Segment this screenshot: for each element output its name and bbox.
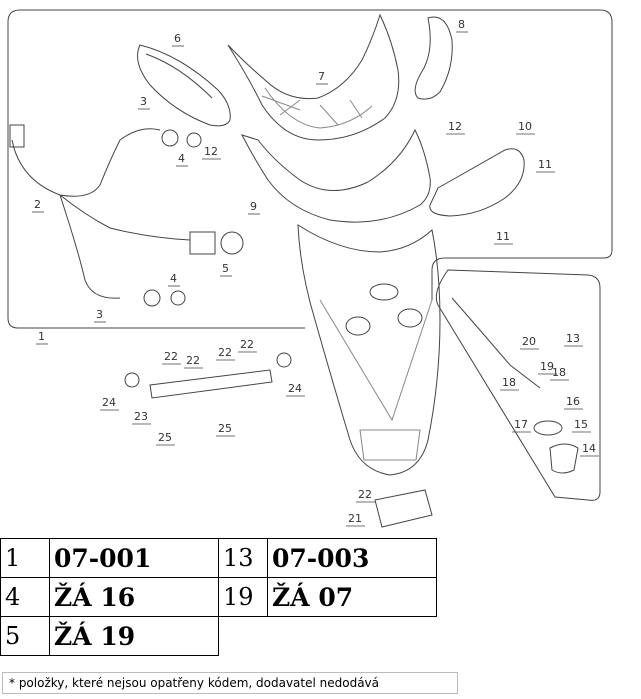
callout-label: 8 — [458, 18, 465, 31]
part-2-wiring-harness — [11, 128, 191, 299]
part-20-plate-light-wire — [451, 297, 541, 389]
part-code-cell: ŽÁ 19 — [49, 616, 219, 656]
part-9-fender-inner — [319, 299, 433, 461]
part-9-lamp-hole-left — [345, 316, 371, 336]
part-number-cell: 19 — [218, 577, 268, 617]
part-number-cell: 1 — [0, 538, 50, 578]
callout-label: 21 — [348, 512, 362, 525]
callout-label: 22 — [164, 350, 178, 363]
part-9-lamp-hole-right — [397, 308, 423, 328]
callout-label: 18 — [502, 376, 516, 389]
part-5-socket — [189, 231, 216, 255]
part-16-plate-lamp-housing — [533, 420, 563, 436]
callout-label: 6 — [174, 32, 181, 45]
exploded-parts-diagram: 1233445678910111112121314151617181819202… — [7, 9, 613, 528]
part-number-cell: 13 — [218, 538, 268, 578]
callout-label: 3 — [96, 308, 103, 321]
callout-label: 2 — [34, 198, 41, 211]
callout-label: 1 — [38, 330, 45, 343]
part-code-cell: ŽÁ 16 — [49, 577, 219, 617]
callout-label: 4 — [178, 152, 185, 165]
callout-label: 16 — [566, 395, 580, 408]
part-9-center-hole — [369, 283, 399, 301]
part-number-cell: 4 — [0, 577, 50, 617]
part-9-front-body — [241, 128, 431, 223]
table-row: 4 ŽÁ 16 19 ŽÁ 07 — [0, 577, 437, 617]
callout-label: 12 — [448, 120, 462, 133]
callout-label: 14 — [582, 442, 596, 455]
empty-cell — [268, 617, 437, 656]
part-23-plate-bracket — [149, 369, 273, 399]
callout-label: 25 — [158, 431, 172, 444]
callout-label: 9 — [250, 200, 257, 213]
callout-label: 11 — [496, 230, 510, 243]
callout-label: 4 — [170, 272, 177, 285]
empty-cell — [219, 617, 268, 656]
callout-label: 22 — [218, 346, 232, 359]
callout-label: 3 — [140, 95, 147, 108]
part-4-lamp-lower — [143, 289, 161, 307]
callout-label: 12 — [204, 145, 218, 158]
callout-label: 19 — [540, 360, 554, 373]
part-code-cell: 07-003 — [267, 538, 437, 578]
callout-label: 5 — [222, 262, 229, 275]
part-21-rear-reflector — [374, 489, 433, 528]
part-number-cell: 5 — [0, 616, 50, 656]
callout-label: 18 — [552, 366, 566, 379]
part-4-lamp-lower-lens — [170, 290, 186, 306]
callout-label: 22 — [358, 488, 372, 501]
part-5-bulb — [220, 231, 244, 255]
footnote: * položky, které nejsou opatřeny kódem, … — [2, 672, 458, 694]
callout-label: 25 — [218, 422, 232, 435]
part-4-lamp-upper-lens — [186, 132, 202, 148]
part-10-side-cover — [429, 148, 525, 217]
part-14-plate-lamp-lens — [549, 443, 579, 474]
parts-code-table: 1 07-001 13 07-003 4 ŽÁ 16 19 ŽÁ 07 5 ŽÁ… — [0, 538, 437, 656]
part-6-lens-cover — [137, 44, 231, 127]
callout-label: 23 — [134, 410, 148, 423]
part-code-cell: ŽÁ 07 — [267, 577, 437, 617]
part-4-lamp-upper — [161, 129, 179, 147]
callout-label: 7 — [318, 70, 325, 83]
table-row: 5 ŽÁ 19 — [0, 616, 437, 656]
part-7-mesh — [261, 87, 373, 129]
callout-label: 17 — [514, 418, 528, 431]
callout-label: 20 — [522, 335, 536, 348]
callout-label: 22 — [186, 354, 200, 367]
part-2-connector — [9, 124, 25, 148]
group-boundary-13 — [435, 269, 601, 501]
part-9-rear-fender — [297, 224, 441, 476]
callout-label: 22 — [240, 338, 254, 351]
callout-label: 24 — [288, 382, 302, 395]
callout-labels: 1233445678910111112121314151617181819202… — [32, 18, 599, 527]
callout-label: 15 — [574, 418, 588, 431]
callout-label: 11 — [538, 158, 552, 171]
callout-label: 10 — [518, 120, 532, 133]
part-8-lens-cover — [414, 16, 453, 100]
table-row: 1 07-001 13 07-003 — [0, 538, 437, 578]
group-boundary-main — [7, 9, 613, 329]
callout-label: 24 — [102, 396, 116, 409]
part-code-cell: 07-001 — [49, 538, 219, 578]
callout-label: 13 — [566, 332, 580, 345]
part-24-reflector-right — [276, 352, 292, 368]
part-24-reflector-left — [124, 372, 140, 388]
part-7-front-cover — [227, 13, 400, 141]
